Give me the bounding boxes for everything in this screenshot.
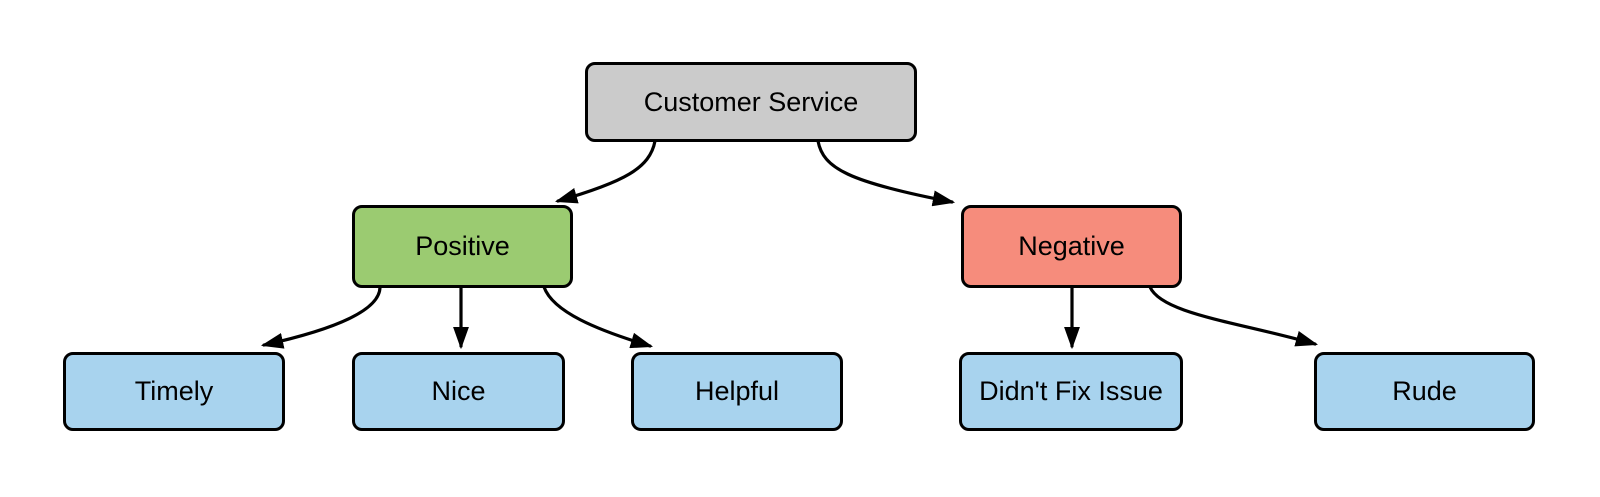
node-timely: Timely bbox=[63, 352, 285, 431]
edge-positive-to-timely bbox=[260, 285, 382, 349]
node-helpful-label: Helpful bbox=[694, 376, 780, 406]
node-customer-service: Customer Service bbox=[585, 62, 917, 142]
edge-customer-service-to-negative bbox=[816, 139, 956, 207]
edge-positive-to-helpful bbox=[542, 285, 654, 349]
edge-customer-service-to-positive bbox=[554, 139, 657, 204]
node-rude-label: Rude bbox=[1392, 376, 1457, 406]
node-positive: Positive bbox=[352, 205, 573, 288]
node-nice-label: Nice bbox=[431, 376, 486, 406]
node-helpful: Helpful bbox=[631, 352, 843, 431]
node-timely-label: Timely bbox=[134, 376, 214, 406]
node-didnt-fix-issue-label: Didn't Fix Issue bbox=[979, 376, 1163, 406]
node-nice: Nice bbox=[352, 352, 565, 431]
node-positive-label: Positive bbox=[415, 231, 510, 261]
node-rude: Rude bbox=[1314, 352, 1535, 431]
node-negative-label: Negative bbox=[1018, 231, 1125, 261]
node-customer-service-label: Customer Service bbox=[643, 86, 859, 117]
node-didnt-fix-issue: Didn't Fix Issue bbox=[959, 352, 1183, 431]
edge-negative-to-rude bbox=[1148, 285, 1319, 347]
node-negative: Negative bbox=[961, 205, 1182, 288]
